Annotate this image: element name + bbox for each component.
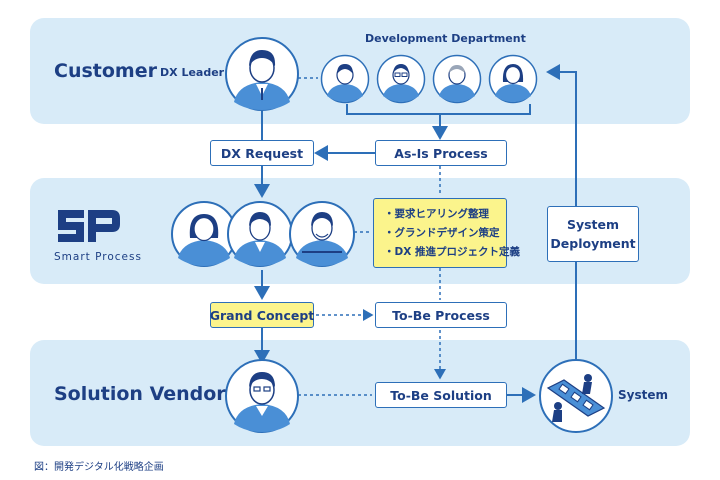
department-member-avatar-1 [320,54,370,104]
system-deployment-box: System Deployment [547,206,639,262]
dx-leader-avatar [225,37,299,111]
vendor-engineer-avatar [225,359,299,433]
sp-member-avatar-1 [171,201,237,267]
requirements-note: ・要求ヒアリング整理 ・グランドデザイン策定 ・DX 推進プロジェクト定義 [373,198,520,268]
dx-request-box: DX Request [210,140,314,166]
as-is-process-box: As-Is Process [375,140,507,166]
system-label: System [618,388,668,402]
note-item-1: ・要求ヒアリング整理 [384,208,489,220]
note-item-3: ・DX 推進プロジェクト定義 [384,246,520,258]
system-deployment-line2: Deployment [550,236,636,251]
grand-concept-box: Grand Concept [210,302,314,328]
system-deployment-line1: System [566,217,620,232]
to-be-solution-box: To-Be Solution [375,382,507,408]
customer-title: Customer [54,60,157,82]
note-item-2: ・グランドデザイン策定 [384,227,500,239]
to-be-process-box: To-Be Process [375,302,507,328]
figure-caption: 図：開発デジタル化戦略企画 [34,462,164,473]
sp-member-avatar-3 [289,201,355,267]
development-department-label: Development Department [365,32,526,45]
sp-member-avatar-2 [227,201,293,267]
department-member-avatar-4 [488,54,538,104]
solution-vendor-title: Solution Vendor [54,383,226,405]
department-member-avatar-3 [432,54,482,104]
department-member-avatar-2 [376,54,426,104]
dx-leader-label: DX Leader [160,66,225,79]
smart-process-logo-text: Smart Process [54,251,142,263]
system-illustration [539,359,613,433]
smart-process-logo [58,210,120,242]
